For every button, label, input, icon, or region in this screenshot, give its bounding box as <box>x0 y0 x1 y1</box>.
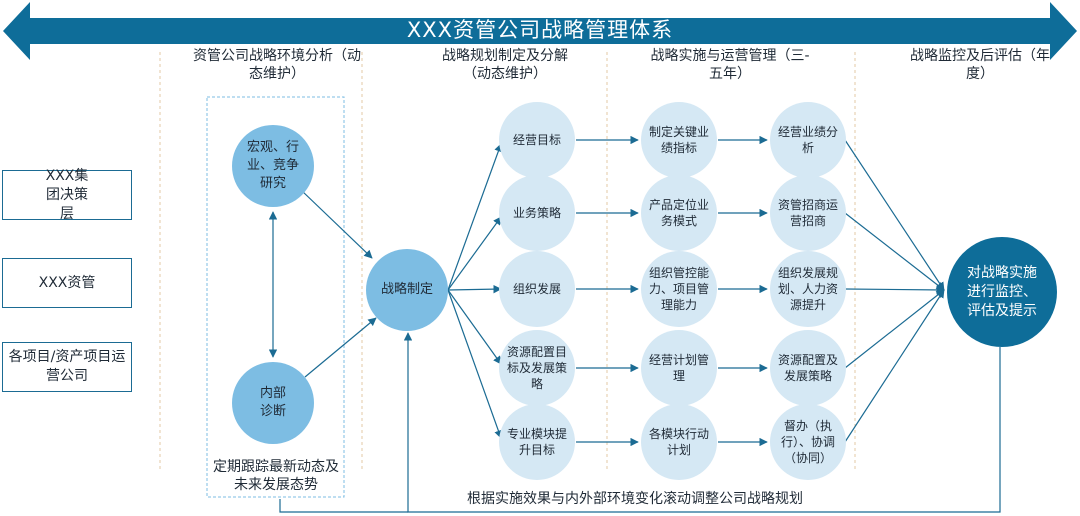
strategy-formulation-node: 战略制定 <box>366 249 448 331</box>
action-node-1: 制定关键业绩指标 <box>641 102 717 178</box>
banner-arrow <box>3 2 1077 60</box>
strategy-to-goal-arrow-5 <box>447 289 503 439</box>
result-to-monitor-arrow-4 <box>844 289 945 369</box>
action-node-5: 各模块行动计划 <box>641 404 717 480</box>
goal-node-1: 经营目标 <box>499 102 575 178</box>
goal-node-4: 资源配置目标及发展策略 <box>499 330 575 406</box>
goal-node-3: 组织发展 <box>499 251 575 327</box>
strategy-to-goal-arrow-3 <box>447 284 502 294</box>
connectors <box>268 135 1001 513</box>
monitoring-node: 对战略实施进行监控、评估及提示 <box>947 237 1057 347</box>
feedback-to-strategy-arrow <box>403 332 1001 513</box>
macro-to-strategy-arrow <box>300 189 373 259</box>
column-header-implementation: 战略实施与运营管理（三-五年） <box>650 48 810 82</box>
result-to-monitor-arrow-5 <box>844 289 945 443</box>
result-node-3: 组织发展规划、人力资源提升 <box>770 251 846 327</box>
strategy-to-goal-arrow-1 <box>447 143 503 291</box>
internal-diagnosis-node: 内部诊断 <box>232 362 314 444</box>
column-header-planning: 战略规划制定及分解（动态维护） <box>442 48 568 82</box>
analysis-box <box>206 96 345 498</box>
level-group-decision: XXX集团决策层 <box>2 168 132 222</box>
goal-node-5: 专业模块提升目标 <box>499 404 575 480</box>
level-project-companies: 各项目/资产项目运营公司 <box>2 342 132 392</box>
column-header-monitoring: 战略监控及后评估（年度） <box>910 48 1050 82</box>
column-dividers <box>159 52 856 470</box>
result-to-monitor-arrow-1 <box>844 139 945 291</box>
internal-to-strategy-arrow <box>304 317 377 378</box>
macro-research-node: 宏观、行业、竞争研究 <box>232 125 314 207</box>
result-node-5: 督办（执行）、协调（协同） <box>770 404 846 480</box>
column-header-analysis: 资管公司战略环境分析（动态维护） <box>193 48 361 82</box>
action-node-2: 产品定位业务模式 <box>641 175 717 251</box>
feedback-loop-line <box>279 499 408 513</box>
result-node-2: 资管招商运营招商 <box>770 175 846 251</box>
result-node-1: 经营业绩分析 <box>770 102 846 178</box>
result-to-monitor-arrow-3 <box>844 285 945 295</box>
result-to-monitor-arrow-2 <box>844 212 945 291</box>
result-node-4: 资源配置及发展策略 <box>770 330 846 406</box>
tracking-note: 定期跟踪最新动态及未来发展态势 <box>213 459 339 493</box>
strategy-to-goal-arrow-4 <box>447 289 502 365</box>
level-asset-management: XXX资管 <box>2 258 132 308</box>
strategy-to-goal-arrow-2 <box>447 216 502 291</box>
goal-node-2: 业务策略 <box>499 175 575 251</box>
action-node-3: 组织管控能力、项目管理能力 <box>641 251 717 327</box>
action-node-4: 经营计划管理 <box>641 330 717 406</box>
feedback-note: 根据实施效果与内外部环境变化滚动调整公司战略规划 <box>467 491 803 507</box>
page-title: XXX资管公司战略管理体系 <box>406 18 674 42</box>
